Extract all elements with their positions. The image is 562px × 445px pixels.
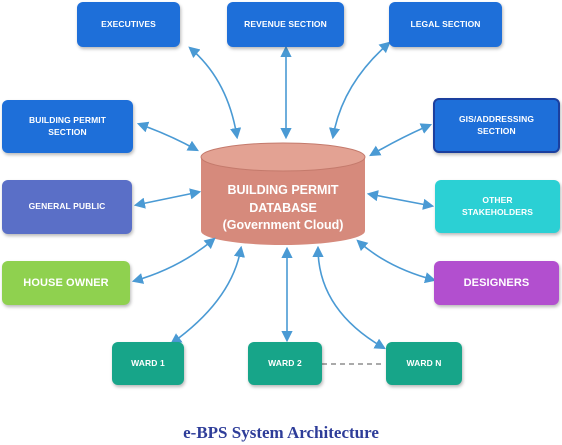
revenue-section-box: REVENUE SECTION <box>227 2 344 47</box>
arrow-general-public <box>133 188 202 209</box>
ward-1-box: WARD 1 <box>112 342 184 385</box>
other-stakeholders-box: OTHER STAKEHOLDERS <box>435 180 560 233</box>
executives-box: EXECUTIVES <box>77 2 180 47</box>
arrow-building-permit <box>136 121 199 152</box>
arrow-house-owner <box>131 237 216 284</box>
cylinder-body <box>201 157 365 245</box>
arrow-other-stakeholders <box>366 190 435 210</box>
house-owner-box: HOUSE OWNER <box>2 261 130 305</box>
cylinder-top <box>200 142 366 172</box>
arrow-ward-n <box>312 245 386 350</box>
diagram-caption: e-BPS System Architecture <box>183 423 379 442</box>
arrow-ward-1 <box>170 245 245 345</box>
arrow-gis <box>369 123 433 157</box>
gis-addressing-section-box: GIS/ADDRESSING SECTION <box>433 98 560 153</box>
database-cylinder <box>200 142 366 245</box>
database-label: BUILDING PERMIT DATABASE (Government Clo… <box>222 183 344 232</box>
designers-box: DESIGNERS <box>434 261 559 305</box>
arrow-executives <box>188 46 242 140</box>
legal-section-box: LEGAL SECTION <box>389 2 502 47</box>
arrow-legal <box>328 41 391 140</box>
ward-n-box: WARD N <box>386 342 462 385</box>
general-public-box: GENERAL PUBLIC <box>2 180 132 234</box>
ward-2-box: WARD 2 <box>248 342 322 385</box>
arrow-designers <box>356 239 437 284</box>
building-permit-section-box: BUILDING PERMIT SECTION <box>2 100 133 153</box>
